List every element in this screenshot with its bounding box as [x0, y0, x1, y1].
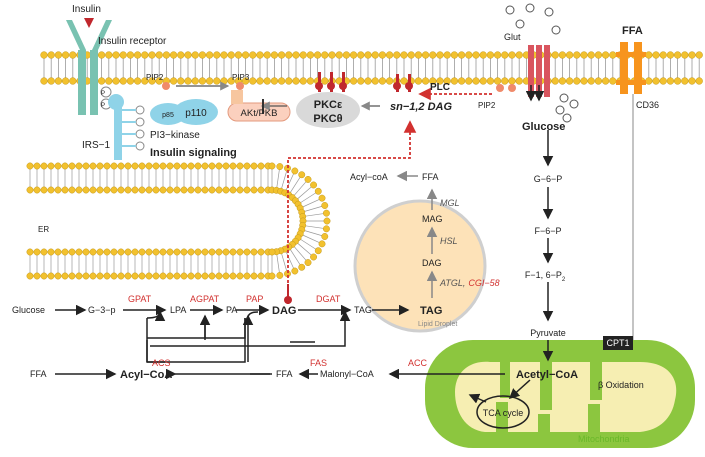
syn-glucose-label: Glucose [12, 305, 45, 315]
pkce-label: PKCε [314, 99, 343, 111]
f6p-label: F−6−P [534, 226, 561, 236]
mitochondria [425, 340, 695, 448]
ld-ffa-label: FFA [422, 172, 439, 182]
malonyl-coa-label: Malonyl−CoA [320, 369, 374, 379]
gpat-label: GPAT [128, 294, 152, 304]
syn-dag-label: DAG [272, 305, 296, 317]
acs-label: ACS [152, 358, 171, 368]
plasma-membrane [40, 51, 703, 85]
ld-tag-label: TAG [420, 305, 442, 317]
dgat-label: DGAT [316, 294, 341, 304]
mitochondria-label: Mitochondria [578, 434, 630, 444]
beta-oxidation-label: β Oxidation [598, 380, 644, 390]
plc-label: PLC [430, 82, 450, 93]
akt-box [227, 102, 291, 122]
f16p-label: F−1, 6−P2 [525, 270, 566, 283]
atgl-label: ATGL,CGI−58 [439, 278, 500, 288]
insulin-signaling-label: Insulin signaling [150, 147, 237, 159]
tca-label: TCA cycle [483, 408, 524, 418]
lipid-droplet [353, 199, 487, 333]
pip2-left-label: PIP2 [146, 73, 164, 82]
cpt1-label: CPT1 [606, 338, 629, 348]
bottom-acylcoa-label: Acyl−CoA [120, 369, 172, 381]
syn-tag-label: TAG [354, 305, 372, 315]
sn12dag-label: sn−1,2 DAG [390, 101, 452, 113]
cd36-transporter [616, 42, 646, 94]
pa-label: PA [226, 305, 237, 315]
endoplasmic-reticulum [26, 162, 331, 280]
bottom-ffa-left-label: FFA [30, 369, 47, 379]
ld-acylcoa-label: Acyl−coA [350, 172, 388, 182]
pip3-label: PIP3 [232, 73, 250, 82]
mag-label: MAG [422, 214, 443, 224]
acetyl-coa-label: Acetyl−CoA [516, 369, 578, 381]
ffa-top-label: FFA [622, 25, 643, 37]
glut-transporter [528, 45, 550, 97]
insulin-receptor-label: Insulin receptor [98, 36, 167, 47]
g3p-label: G−3−p [88, 305, 116, 315]
mgl-label: MGL [440, 198, 460, 208]
pkct-label: PKCθ [313, 113, 342, 125]
irs1-label: IRS−1 [82, 140, 111, 151]
glucose-label: Glucose [522, 121, 565, 133]
glut-label: Glut [504, 32, 521, 42]
acc-label: ACC [408, 358, 428, 368]
pkc-ellipse [296, 92, 360, 128]
pyruvate-label: Pyruvate [530, 328, 566, 338]
cpt1-box [603, 336, 633, 350]
lipid-droplet-label: Lipid Droplet [418, 321, 457, 328]
p-label-2: P [101, 103, 105, 109]
p85-label: p85 [162, 112, 174, 119]
p110-label: p110 [185, 108, 207, 119]
pi3k-label: PI3−kinase [150, 130, 200, 141]
pip2-right-label: PIP2 [478, 101, 496, 110]
insulin-receptor [66, 18, 112, 115]
p110-subunit [174, 99, 218, 125]
fas-label: FAS [310, 358, 327, 368]
irs1 [108, 94, 145, 160]
ld-dag-label: DAG [422, 258, 442, 268]
bottom-ffa-mid-label: FFA [276, 369, 293, 379]
akt-label: AKt/PKB [241, 108, 278, 119]
tca-cycle [468, 379, 531, 429]
g6p-label: G−6−P [534, 174, 563, 184]
pap-label: PAP [246, 294, 263, 304]
p-label-1: P [101, 91, 105, 97]
insulin-triangle [84, 18, 94, 28]
glucose-molecules [505, 3, 579, 123]
lpa-label: LPA [170, 305, 186, 315]
cd36-label: CD36 [636, 100, 659, 110]
hsl-label: HSL [440, 236, 458, 246]
insulin-label: Insulin [72, 4, 101, 15]
agpat-label: AGPAT [190, 294, 220, 304]
er-label: ER [38, 225, 49, 234]
